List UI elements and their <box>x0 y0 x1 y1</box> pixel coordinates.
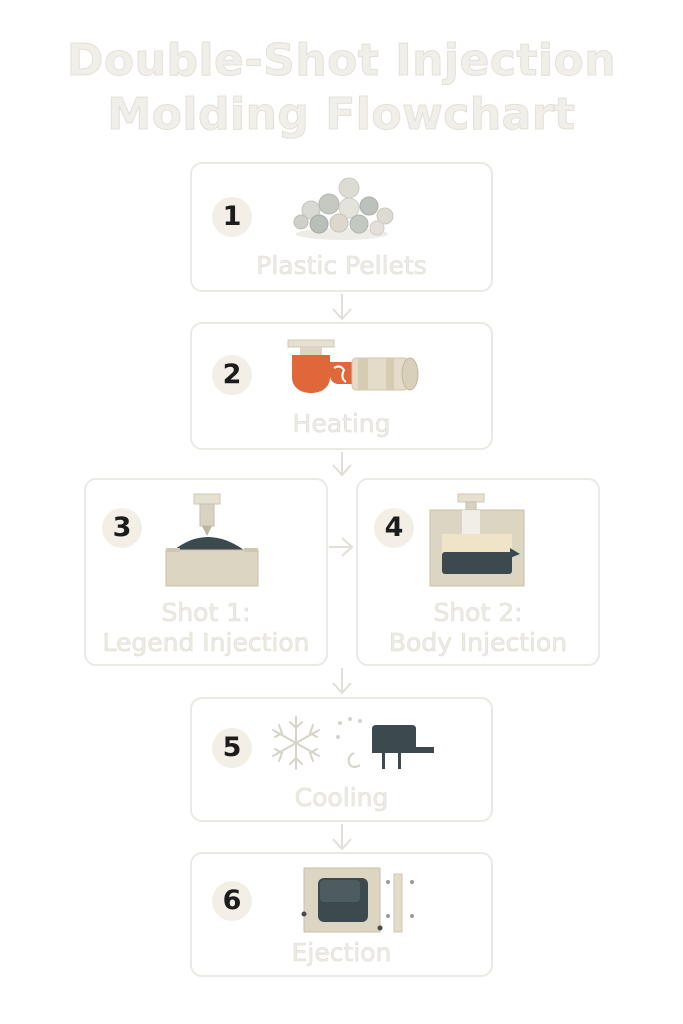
page-title: Double-Shot Injection Molding Flowchart <box>0 34 683 142</box>
snowflake-icon <box>272 716 320 770</box>
arrow-down-icon <box>332 294 352 321</box>
step-3-label-line-2: Legend Injection <box>102 628 310 658</box>
step-3-badge: 3 <box>102 508 142 548</box>
step-2-label: Heating <box>292 409 391 439</box>
step-4-badge: 4 <box>374 508 414 548</box>
heating-barrel-icon <box>287 339 419 393</box>
plastic-pellets-icon <box>293 177 394 240</box>
arrow-right-icon <box>329 537 354 557</box>
step-3-box: 3 Shot 1: Legend Injection <box>84 478 328 666</box>
cooling-air-icon <box>336 717 362 768</box>
body-injection-mold-icon <box>429 493 525 587</box>
step-5-box: 5 Cooling <box>190 697 493 822</box>
step-1-badge: 1 <box>212 197 252 237</box>
arrow-down-icon <box>332 452 352 477</box>
step-4-box: 4 Shot 2: Body Injection <box>356 478 600 666</box>
cooled-keycap-icon <box>372 725 434 769</box>
title-line-1: Double-Shot Injection <box>66 35 617 87</box>
step-6-box: 6 Ejection <box>190 852 493 977</box>
ejected-keycap-icon <box>301 867 414 933</box>
step-3-label-line-1: Shot 1: <box>161 598 251 628</box>
step-3-label: Shot 1: Legend Injection <box>86 598 326 658</box>
step-4-label: Shot 2: Body Injection <box>358 598 598 658</box>
legend-injection-mold-icon <box>165 493 259 587</box>
title-line-2: Molding Flowchart <box>107 89 576 141</box>
step-4-label-line-1: Shot 2: <box>433 598 523 628</box>
step-4-label-line-2: Body Injection <box>388 628 568 658</box>
arrow-down-icon <box>332 668 352 695</box>
step-2-badge: 2 <box>212 355 252 395</box>
step-1-box: 1 Plastic Pellets <box>190 162 493 292</box>
step-1-label: Plastic Pellets <box>256 251 427 281</box>
arrow-down-icon <box>332 824 352 851</box>
step-2-box: 2 Heating <box>190 322 493 450</box>
step-6-label: Ejection <box>291 938 392 968</box>
step-5-label: Cooling <box>294 783 389 813</box>
step-5-badge: 5 <box>212 728 252 768</box>
step-6-badge: 6 <box>212 881 252 921</box>
